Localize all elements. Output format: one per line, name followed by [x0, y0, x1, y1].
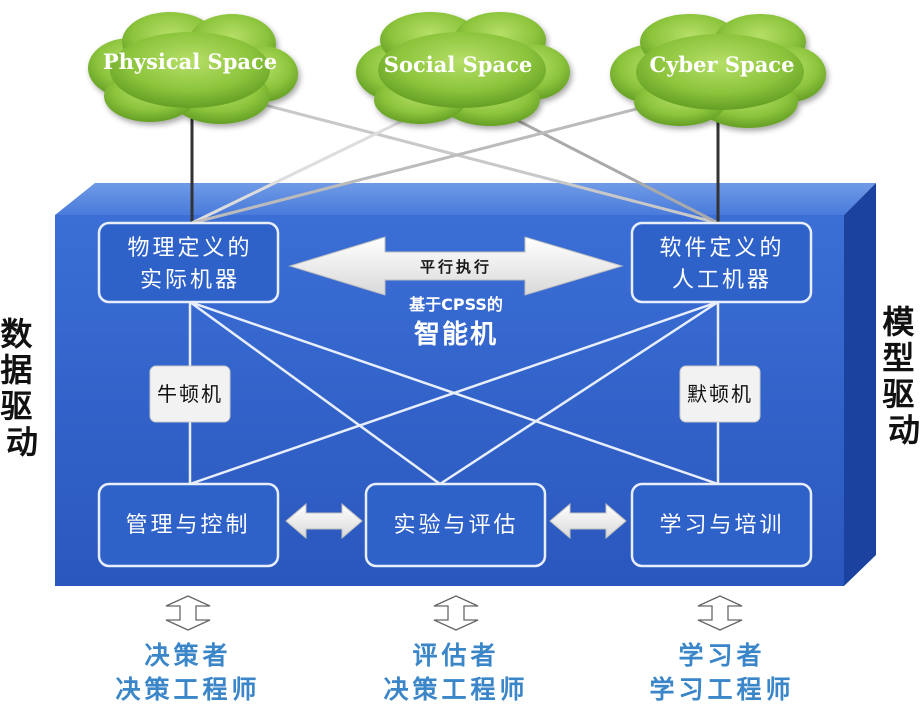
cloud-cyber-label: Cyber Space	[650, 52, 795, 77]
data-driven-char-3: 驱	[0, 387, 32, 425]
parallel-execution-arrow: 平行执行	[288, 236, 624, 296]
role-left-line2: 决策工程师	[115, 675, 260, 704]
cpss-label-line2: 智能机	[414, 319, 498, 350]
panel-right-face	[844, 183, 876, 586]
model-driven-char-2: 型	[882, 339, 914, 377]
cpss-label-line1: 基于CPSS的	[408, 295, 503, 314]
line-physical-to-experiment	[189, 300, 441, 486]
role-arrow-right	[697, 595, 743, 631]
newton-machine-label: 牛顿机	[149, 365, 231, 423]
box-learning: 学习与培训	[630, 482, 813, 568]
role-arrow-left	[165, 595, 211, 631]
line-software-to-management	[189, 300, 719, 486]
arrow-management-experiment	[285, 502, 363, 540]
data-driven-char-4: 动	[6, 423, 38, 461]
learning-label: 学习与培训	[659, 513, 784, 538]
data-driven-label: 数 据 驱 动	[0, 315, 43, 461]
panel-top-face	[55, 183, 876, 215]
software-machine-line1: 软件定义的	[659, 236, 784, 261]
experiment-label: 实验与评估	[393, 513, 518, 538]
model-driven-char-1: 模	[882, 303, 914, 341]
role-right-line2: 学习工程师	[649, 675, 794, 704]
data-driven-char-1: 数	[0, 315, 33, 353]
cloud-physical-label: Physical Space	[103, 49, 277, 74]
box-management: 管理与控制	[97, 482, 280, 568]
internal-lines	[188, 300, 720, 486]
box-experiment: 实验与评估	[364, 482, 547, 568]
box-physical-machine: 物理定义的 实际机器	[97, 221, 280, 304]
role-left-line1: 决策者	[144, 641, 231, 670]
cloud-social-label: Social Space	[384, 52, 532, 77]
physical-machine-line1: 物理定义的	[127, 236, 252, 261]
cloud-cyber-space: Cyber Space	[610, 14, 826, 128]
data-driven-char-2: 据	[0, 351, 32, 389]
role-middle-line2: 决策工程师	[383, 675, 528, 704]
line-software-to-experiment	[439, 300, 719, 486]
role-middle-line1: 评估者	[412, 641, 499, 670]
model-driven-char-4: 动	[888, 411, 920, 449]
management-label: 管理与控制	[125, 513, 250, 538]
merton-machine-label: 默顿机	[679, 365, 761, 423]
model-driven-label: 模 型 驱 动	[882, 303, 924, 449]
arrow-experiment-learning	[549, 502, 627, 540]
cloud-physical-space: Physical Space	[88, 12, 298, 124]
parallel-execution-label: 平行执行	[420, 258, 492, 276]
merton-machine-text: 默顿机	[687, 382, 753, 406]
newton-machine-text: 牛顿机	[157, 382, 223, 406]
cloud-social-space: Social Space	[356, 12, 570, 126]
software-machine-line2: 人工机器	[672, 268, 772, 293]
connector-cyber-to-left	[191, 86, 719, 225]
double-arrow-shape	[288, 236, 624, 296]
box-software-machine: 软件定义的 人工机器	[630, 221, 813, 304]
model-driven-char-3: 驱	[882, 375, 914, 413]
physical-machine-line2: 实际机器	[140, 268, 240, 293]
role-arrows	[165, 595, 743, 631]
role-arrow-middle	[433, 595, 479, 631]
role-right-line1: 学习者	[678, 641, 765, 670]
